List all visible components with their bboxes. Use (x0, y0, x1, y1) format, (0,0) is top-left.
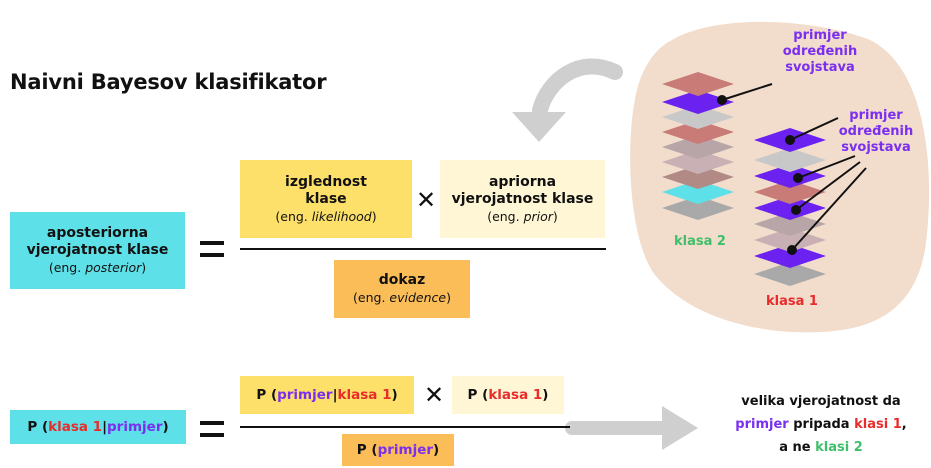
posterior-expr-box: P (klasa 1|primjer) (10, 410, 186, 444)
curved-arrow (532, 58, 623, 118)
times-icon-2: ✕ (424, 381, 445, 409)
example-label-2: primjer određenih svojstava (838, 108, 914, 155)
equals-bottom-2 (200, 433, 224, 437)
class2-label: klasa 2 (674, 234, 726, 249)
equals-bottom (200, 253, 224, 257)
class1-label: klasa 1 (766, 294, 818, 309)
class1-stack (754, 128, 826, 286)
prior-expr-box: P (klasa 1) (452, 376, 564, 414)
equals-top-2 (200, 421, 224, 425)
likelihood-box: izglednost klase (eng. likelihood) (240, 160, 412, 238)
class2-stack (662, 72, 734, 220)
prior-box: apriorna vjerojatnost klase (eng. prior) (440, 160, 605, 238)
posterior-box: aposteriorna vjerojatnost klase (eng. po… (10, 212, 185, 289)
likelihood-expr-box: P (primjer|klasa 1) (240, 376, 414, 414)
fraction-line-1 (240, 248, 606, 250)
example-label-1: primjer određenih svojstava (782, 28, 858, 75)
straight-arrow-head (662, 406, 698, 450)
evidence-box: dokaz (eng. evidence) (334, 260, 470, 318)
curved-arrow-head (512, 112, 566, 142)
equals-top (200, 241, 224, 245)
pointer-lines (717, 83, 867, 255)
page-title: Naivni Bayesov klasifikator (10, 70, 327, 94)
fraction-line-2 (240, 426, 570, 428)
times-icon: ✕ (416, 186, 437, 214)
evidence-expr-box: P (primjer) (342, 434, 454, 466)
conclusion-text: velika vjerojatnost da primjer pripada k… (735, 394, 907, 455)
